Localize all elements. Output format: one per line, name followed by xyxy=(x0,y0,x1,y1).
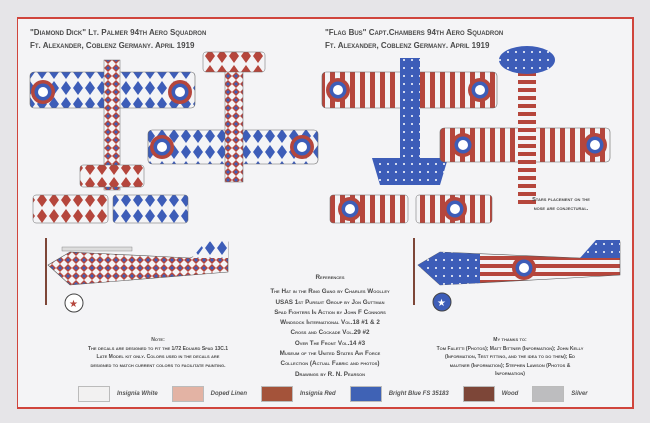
legend-label: Wood xyxy=(501,391,519,397)
reference-item: Over The Front Vol.14 #3 xyxy=(294,339,366,347)
legend-label: Bright Blue FS 35183 xyxy=(388,391,449,397)
note-line: designed to match current colors to faci… xyxy=(90,362,226,369)
svg-text:★: ★ xyxy=(437,298,446,309)
note-line: nose are conjectural. xyxy=(533,206,589,212)
legend-label: Insignia Red xyxy=(300,391,336,397)
thanks-line: Tom Faletti (Photos); Matt Bittner (Info… xyxy=(436,345,584,352)
note-line: Stars placement on the xyxy=(532,197,590,203)
stars-note: Stars placement on the nose are conjectu… xyxy=(505,196,617,214)
note-heading: Note: xyxy=(151,337,165,343)
diamond-dick-top-view xyxy=(29,59,196,191)
flag-bus-underside-view xyxy=(439,46,611,205)
reference-item: Museum of the United States Air Force xyxy=(279,350,381,358)
thanks-line: Information) xyxy=(495,371,525,377)
swatch-insignia-white xyxy=(78,386,110,402)
flag-bus-wing-panels xyxy=(329,194,493,224)
title-line: "Diamond Dick" Lt. Palmer 94th Aero Squa… xyxy=(30,28,207,37)
title-line: Ft. Alexander, Coblenz Germany. April 19… xyxy=(30,41,195,50)
note: Note: The decals are designed to fit the… xyxy=(38,336,278,370)
thanks-line: mautner (Information); Stephen Lawson (P… xyxy=(449,362,571,369)
flag-bus-top-view xyxy=(321,58,498,185)
legend-label: Doped Linen xyxy=(210,391,248,397)
color-legend: Insignia White Doped Linen Insignia Red … xyxy=(78,386,602,402)
references-heading: References xyxy=(315,274,345,281)
svg-text:★: ★ xyxy=(69,299,78,310)
reference-item: USAS 1st Pursuit Group by Jon Guttman xyxy=(275,298,385,306)
reference-item: Cross and Cockade Vol.29 #2 xyxy=(290,329,370,337)
legend-label: Insignia White xyxy=(117,391,158,397)
diamond-dick-side-view: ★ xyxy=(45,238,229,313)
title-line: Ft. Alexander, Coblenz Germany. April 19… xyxy=(325,41,490,50)
diamond-dick-wing-panels xyxy=(32,194,189,224)
diamond-dick-underside-view xyxy=(147,51,319,183)
thanks-line: (Information, Test fitting, and the idea… xyxy=(444,354,576,360)
note-line: Late Model kit only. Colors used in the … xyxy=(96,354,220,360)
reference-item: The Hat in the Ring Gang by Charles Wool… xyxy=(270,288,390,296)
title-line: "Flag Bus" Capt.Chambers 94th Aero Squad… xyxy=(325,28,504,37)
reference-item: Collection (Actual Fabric and photos) xyxy=(280,360,380,368)
swatch-doped-linen xyxy=(171,386,204,402)
swatch-bright-blue xyxy=(349,386,382,402)
swatch-insignia-red xyxy=(261,386,294,402)
legend-label: Silver xyxy=(571,391,588,397)
thanks-heading: My thanks to: xyxy=(493,337,527,343)
reference-item: Spad Fighters In Action by John F Connor… xyxy=(274,308,386,316)
thanks: My thanks to: Tom Faletti (Photos); Matt… xyxy=(400,336,620,379)
reference-item: Windsock International Vol.18 #1 & 2 xyxy=(280,319,380,327)
swatch-silver xyxy=(532,386,565,402)
right-aircraft-title: "Flag Bus" Capt.Chambers 94th Aero Squad… xyxy=(325,26,503,52)
note-line: The decals are designed to fit the 1/72 … xyxy=(87,345,229,352)
references: References The Hat in the Ring Gang by C… xyxy=(225,273,435,380)
reference-item: Drawings by R. N. Pearson xyxy=(294,370,366,378)
left-aircraft-title: "Diamond Dick" Lt. Palmer 94th Aero Squa… xyxy=(30,26,206,52)
swatch-wood xyxy=(462,386,495,402)
flag-bus-side-view: ★ xyxy=(413,238,621,312)
